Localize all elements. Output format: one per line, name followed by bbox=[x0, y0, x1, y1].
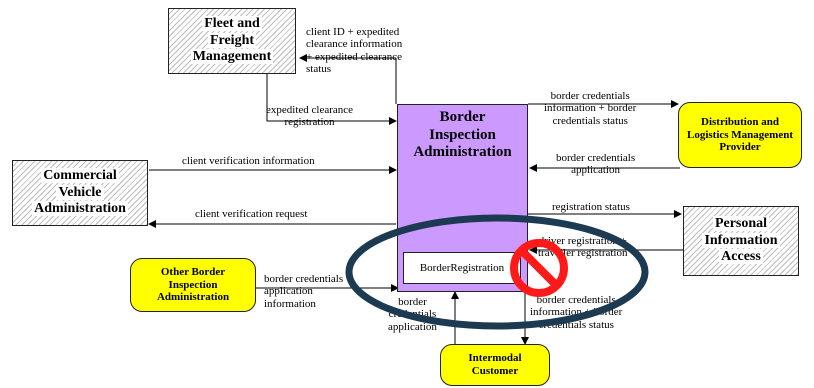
entity-label: Information bbox=[702, 232, 780, 248]
entity-label: Freight bbox=[207, 32, 257, 48]
entity-label: Logistics Management bbox=[686, 128, 793, 141]
subprocess-border-registration: BorderRegistration bbox=[403, 252, 521, 284]
label-line: application bbox=[388, 320, 437, 333]
label-line: border bbox=[398, 296, 427, 308]
entity-distribution-and-logistics: Distribution and Logistics Management Pr… bbox=[678, 102, 802, 168]
label-line: registration bbox=[284, 116, 335, 129]
flow-label-client-verification-request: client verification request bbox=[195, 208, 307, 220]
flow-label-border-credentials-status: border credentials information + border … bbox=[544, 90, 636, 127]
flow-label-expedited-registration: expedited clearance registration bbox=[266, 104, 353, 129]
label-line: application bbox=[571, 164, 620, 177]
label-line: border credentials bbox=[550, 90, 630, 102]
label-line: application bbox=[264, 285, 313, 298]
label-line: client verification request bbox=[195, 208, 308, 220]
entity-label: Administration bbox=[156, 291, 230, 304]
flow-label-client-id: client ID + expedited clearance informat… bbox=[306, 26, 402, 75]
label-line: registration status bbox=[552, 201, 630, 213]
process-label: Administration bbox=[413, 144, 512, 161]
entity-label: Inspection bbox=[168, 278, 218, 291]
flow-label-border-credentials-app-right: border credentials application bbox=[556, 152, 635, 177]
entity-commercial-vehicle-administration: Commercial Vehicle Administration bbox=[12, 160, 148, 226]
arrow-expedited-registration bbox=[266, 74, 397, 125]
process-label: Border bbox=[439, 109, 486, 125]
entity-label: Distribution and bbox=[701, 115, 779, 128]
label-line: status bbox=[306, 62, 332, 75]
flow-label-other-border-application: border credentials application informati… bbox=[264, 273, 343, 310]
entity-label: Other Border bbox=[160, 265, 226, 278]
entity-label: Access bbox=[719, 249, 763, 265]
entity-label: Customer bbox=[471, 365, 519, 377]
entity-label: Commercial bbox=[41, 168, 119, 184]
label-line: information + border bbox=[544, 102, 637, 115]
label-line: client ID + expedited bbox=[306, 26, 400, 38]
entity-personal-information-access: Personal Information Access bbox=[683, 206, 799, 276]
entity-label: Intermodal bbox=[468, 352, 522, 365]
entity-label: Fleet and bbox=[202, 16, 262, 32]
entity-other-border-inspection-administration: Other Border Inspection Administration bbox=[130, 258, 256, 312]
label-line: clearance information bbox=[306, 38, 403, 51]
entity-label: Provider bbox=[719, 141, 761, 154]
entity-label: Management bbox=[190, 49, 274, 65]
label-line: information bbox=[264, 297, 316, 310]
label-line: + expedited clearance bbox=[306, 50, 402, 63]
entity-fleet-and-freight-management: Fleet and Freight Management bbox=[168, 8, 296, 74]
label-line: border credentials bbox=[556, 152, 636, 164]
entity-label: Administration bbox=[32, 201, 128, 217]
process-label: Inspection bbox=[429, 126, 496, 143]
flow-label-client-verification-info: client verification information bbox=[182, 155, 315, 167]
label-line: expedited clearance bbox=[266, 104, 354, 116]
label-line: credentials status bbox=[552, 114, 628, 127]
highlight-ellipse bbox=[345, 214, 649, 330]
entity-label: Vehicle bbox=[56, 184, 104, 200]
entity-label: Personal bbox=[712, 216, 770, 232]
flow-label-registration-status: registration status bbox=[552, 201, 630, 213]
label-line: border credentials bbox=[264, 273, 344, 285]
label-line: border credentials bbox=[536, 294, 616, 306]
prohibition-sign-icon bbox=[510, 239, 568, 297]
entity-intermodal-customer: Intermodal Customer bbox=[440, 344, 550, 386]
label-line: client verification information bbox=[182, 155, 315, 167]
subprocess-label: BorderRegistration bbox=[419, 261, 505, 274]
